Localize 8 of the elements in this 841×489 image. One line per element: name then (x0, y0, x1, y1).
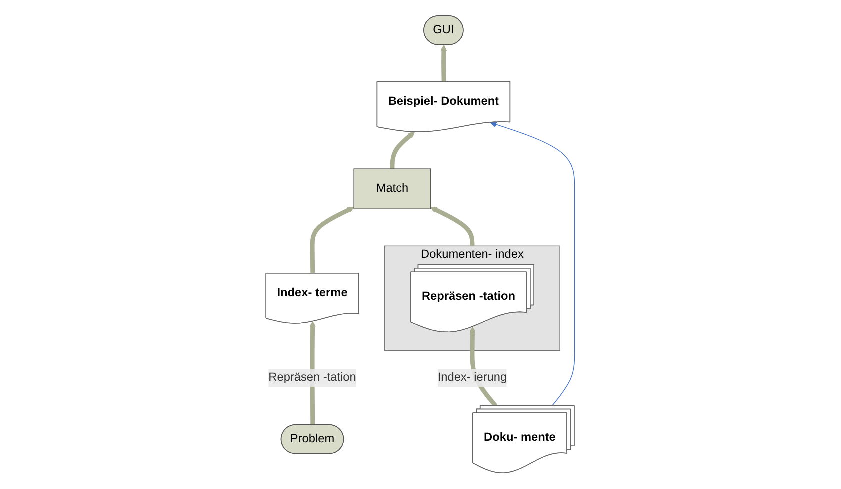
arrow (310, 206, 354, 274)
edge-label: Repräsen -tation (268, 371, 356, 384)
node-box: Match (354, 168, 432, 210)
arrow (440, 44, 448, 82)
arrow (390, 132, 416, 170)
arrow (490, 122, 576, 406)
arrow (430, 206, 475, 248)
edge-label: Index- ierung (438, 371, 508, 384)
